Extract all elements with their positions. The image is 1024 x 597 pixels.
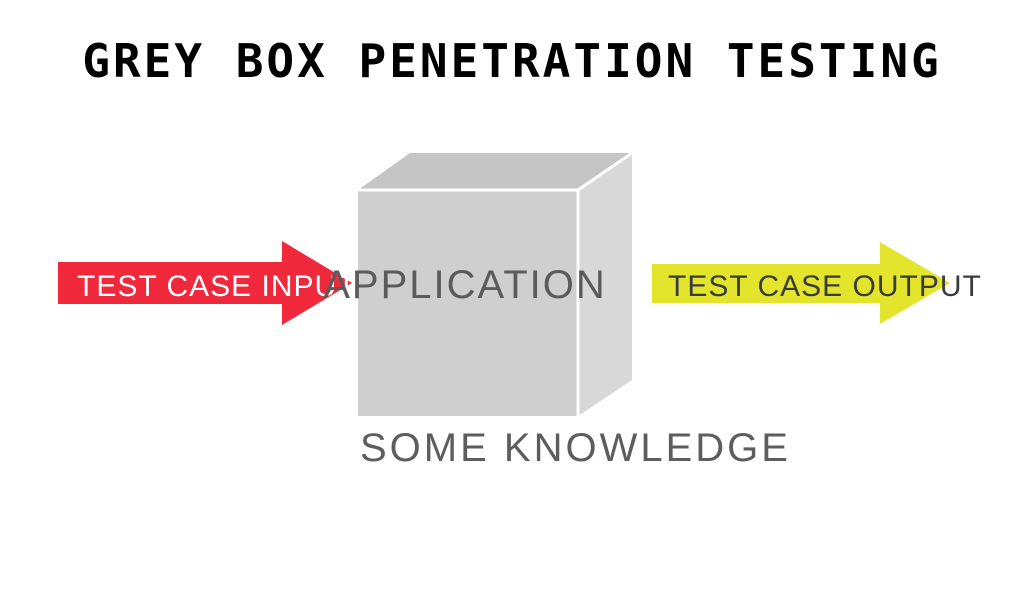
input-arrow-shape: [58, 241, 352, 325]
test-case-output-arrow: TEST CASE OUTPUT: [652, 242, 982, 324]
cube-edge-diagonal: [577, 151, 633, 192]
input-arrow-label: TEST CASE INPUT: [77, 270, 357, 303]
cube-side-face: [578, 153, 632, 416]
cube-top-face: [358, 153, 632, 190]
application-cube: APPLICATION: [323, 151, 633, 416]
cube-label: APPLICATION: [323, 263, 607, 307]
page-title: GREY BOX PENETRATION TESTING: [82, 34, 942, 88]
cube-front-face: [358, 190, 578, 416]
box-caption: SOME KNOWLEDGE: [360, 426, 791, 470]
output-arrow-shape: [652, 242, 950, 324]
test-case-input-arrow: TEST CASE INPUT: [58, 241, 357, 325]
output-arrow-label: TEST CASE OUTPUT: [668, 270, 982, 303]
